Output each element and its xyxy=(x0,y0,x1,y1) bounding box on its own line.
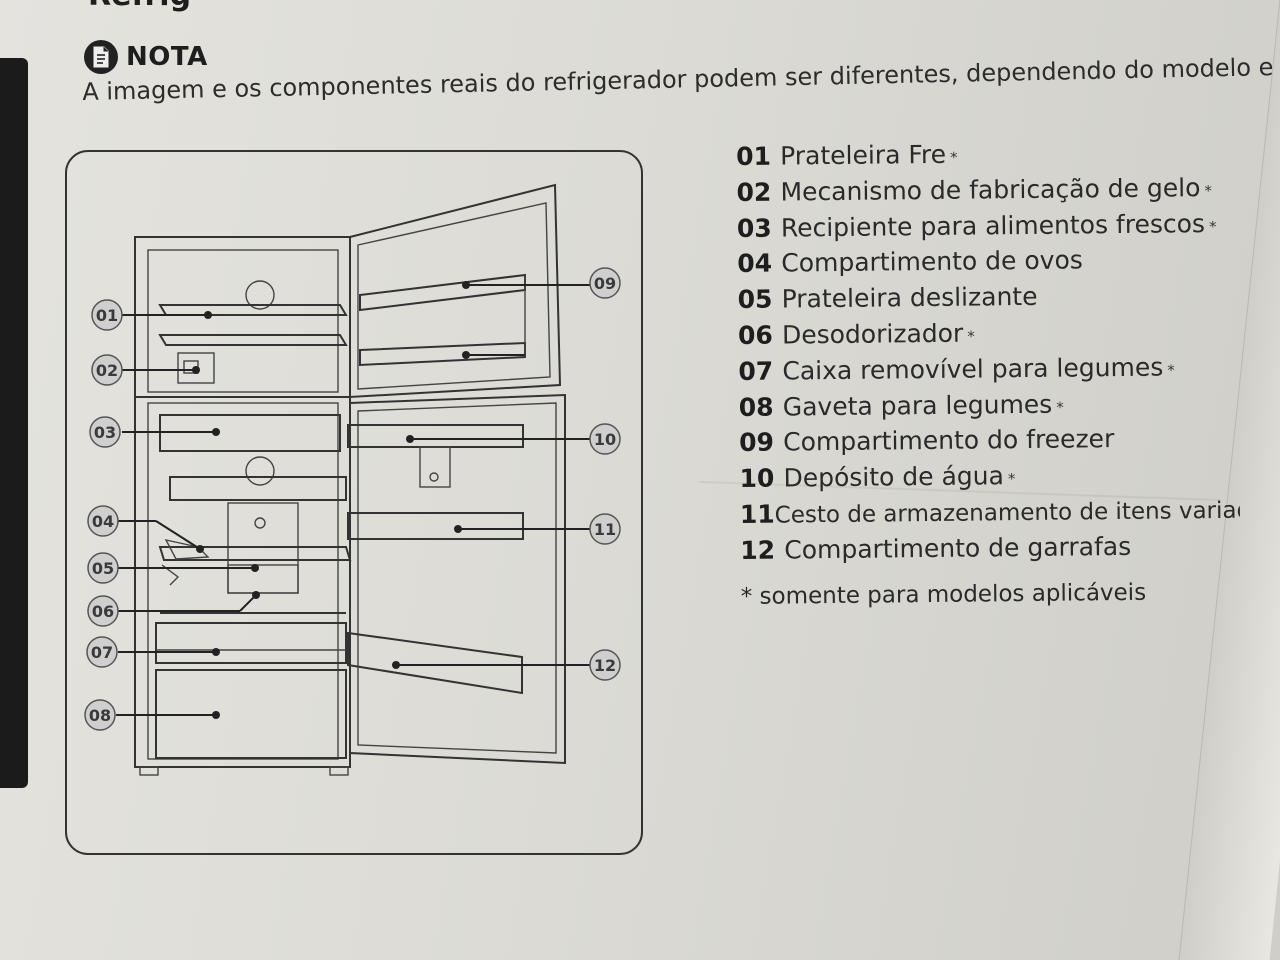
callout-10: 10 xyxy=(406,423,621,455)
callout-03: 03 xyxy=(89,416,220,448)
callout-01: 01 xyxy=(91,299,212,331)
callout-label-08: 08 xyxy=(89,706,111,725)
callout-label-03: 03 xyxy=(94,423,116,442)
legend-number: 08 xyxy=(738,392,774,422)
callout-label-09: 09 xyxy=(594,274,616,293)
legend-label: Depósito de água xyxy=(783,461,1005,493)
diagram-frame xyxy=(65,150,643,855)
legend-label: Recipiente para alimentos frescos xyxy=(780,208,1206,243)
callout-label-06: 06 xyxy=(92,602,114,621)
callout-07: 07 xyxy=(86,636,220,668)
callout-label-11: 11 xyxy=(594,520,616,539)
callout-label-01: 01 xyxy=(96,306,118,325)
legend-item: 02 Mecanismo de fabricação de gelo* xyxy=(736,173,1236,214)
legend-asterisk: * xyxy=(1208,217,1217,236)
legend-label: Compartimento de garrafas xyxy=(784,531,1132,565)
callout-02: 02 xyxy=(91,354,200,386)
legend-label: Desodorizador xyxy=(781,318,964,350)
legend-item: 08 Gaveta para legumes* xyxy=(739,387,1239,428)
fridge-interior xyxy=(155,414,352,759)
callout-label-02: 02 xyxy=(96,361,118,380)
legend-label: Compartimento de ovos xyxy=(781,245,1083,278)
callout-06: 06 xyxy=(87,591,260,627)
callout-label-10: 10 xyxy=(594,430,616,449)
legend-asterisk: * xyxy=(967,327,975,346)
callout-label-12: 12 xyxy=(594,656,616,675)
legend-number: 05 xyxy=(737,284,773,315)
legend-asterisk: * xyxy=(949,148,958,167)
legend-item: 04 Compartimento de ovos xyxy=(737,244,1237,285)
freezer-door xyxy=(349,183,562,399)
chapter-tab xyxy=(0,58,28,788)
refrigerator-diagram: 01 02 03 04 05 xyxy=(65,150,643,855)
callout-label-05: 05 xyxy=(92,559,114,578)
legend-item: 05 Prateleira deslizante xyxy=(737,280,1237,321)
note-header: NOTA xyxy=(84,40,208,74)
callout-05: 05 xyxy=(87,552,259,584)
legend-label: Compartimento do freezer xyxy=(782,424,1115,457)
legend-number: 09 xyxy=(738,427,775,458)
legend-asterisk: * xyxy=(1007,470,1016,489)
cabinet-body xyxy=(134,236,351,776)
legend-number: 10 xyxy=(739,463,775,494)
legend-label: Gaveta para legumes xyxy=(782,389,1053,422)
callout-04: 04 xyxy=(87,505,204,553)
legend-label: Mecanismo de fabricação de gelo xyxy=(780,172,1201,207)
legend-label: Cesto de armazenamento de itens variados xyxy=(774,497,1241,529)
legend-asterisk: * xyxy=(1167,361,1175,380)
legend-number: 12 xyxy=(740,535,776,565)
legend-asterisk: * xyxy=(1056,398,1064,417)
legend-asterisk: * xyxy=(1204,181,1213,200)
footnote: * somente para modelos aplicáveis xyxy=(740,579,1147,610)
legend-item: 10 Depósito de água* xyxy=(739,459,1239,500)
callout-09: 09 xyxy=(462,267,621,359)
freezer-interior xyxy=(158,280,348,384)
callout-08: 08 xyxy=(84,699,220,731)
legend-number: 03 xyxy=(736,213,772,243)
legend-label: Caixa removível para legumes xyxy=(782,352,1164,386)
legend-label: Prateleira Fre xyxy=(779,139,947,171)
legend-item: 12 Compartimento de garrafas xyxy=(740,531,1240,572)
fridge-door xyxy=(347,393,566,765)
legend-label: Prateleira deslizante xyxy=(781,282,1038,314)
callout-label-07: 07 xyxy=(91,643,113,662)
legend-number: 11 xyxy=(739,499,775,529)
section-title-stub: Refrig xyxy=(88,0,191,13)
note-document-icon xyxy=(84,40,118,74)
legend-number: 04 xyxy=(737,249,773,279)
callout-12: 12 xyxy=(392,649,621,681)
legend-number: 07 xyxy=(738,356,774,386)
legend-number: 01 xyxy=(736,141,772,171)
note-title: NOTA xyxy=(126,42,208,72)
callout-11: 11 xyxy=(454,513,621,545)
callout-label-04: 04 xyxy=(92,512,114,531)
legend-number: 06 xyxy=(737,320,773,350)
legend-item: 06 Desodorizador* xyxy=(738,316,1238,357)
legend-item: 07 Caixa removível para legumes* xyxy=(738,352,1238,393)
legend-item: 03 Recipiente para alimentos frescos* xyxy=(737,208,1237,249)
legend-number: 02 xyxy=(736,177,772,207)
note-text: A imagem e os componentes reais do refri… xyxy=(82,50,1280,106)
